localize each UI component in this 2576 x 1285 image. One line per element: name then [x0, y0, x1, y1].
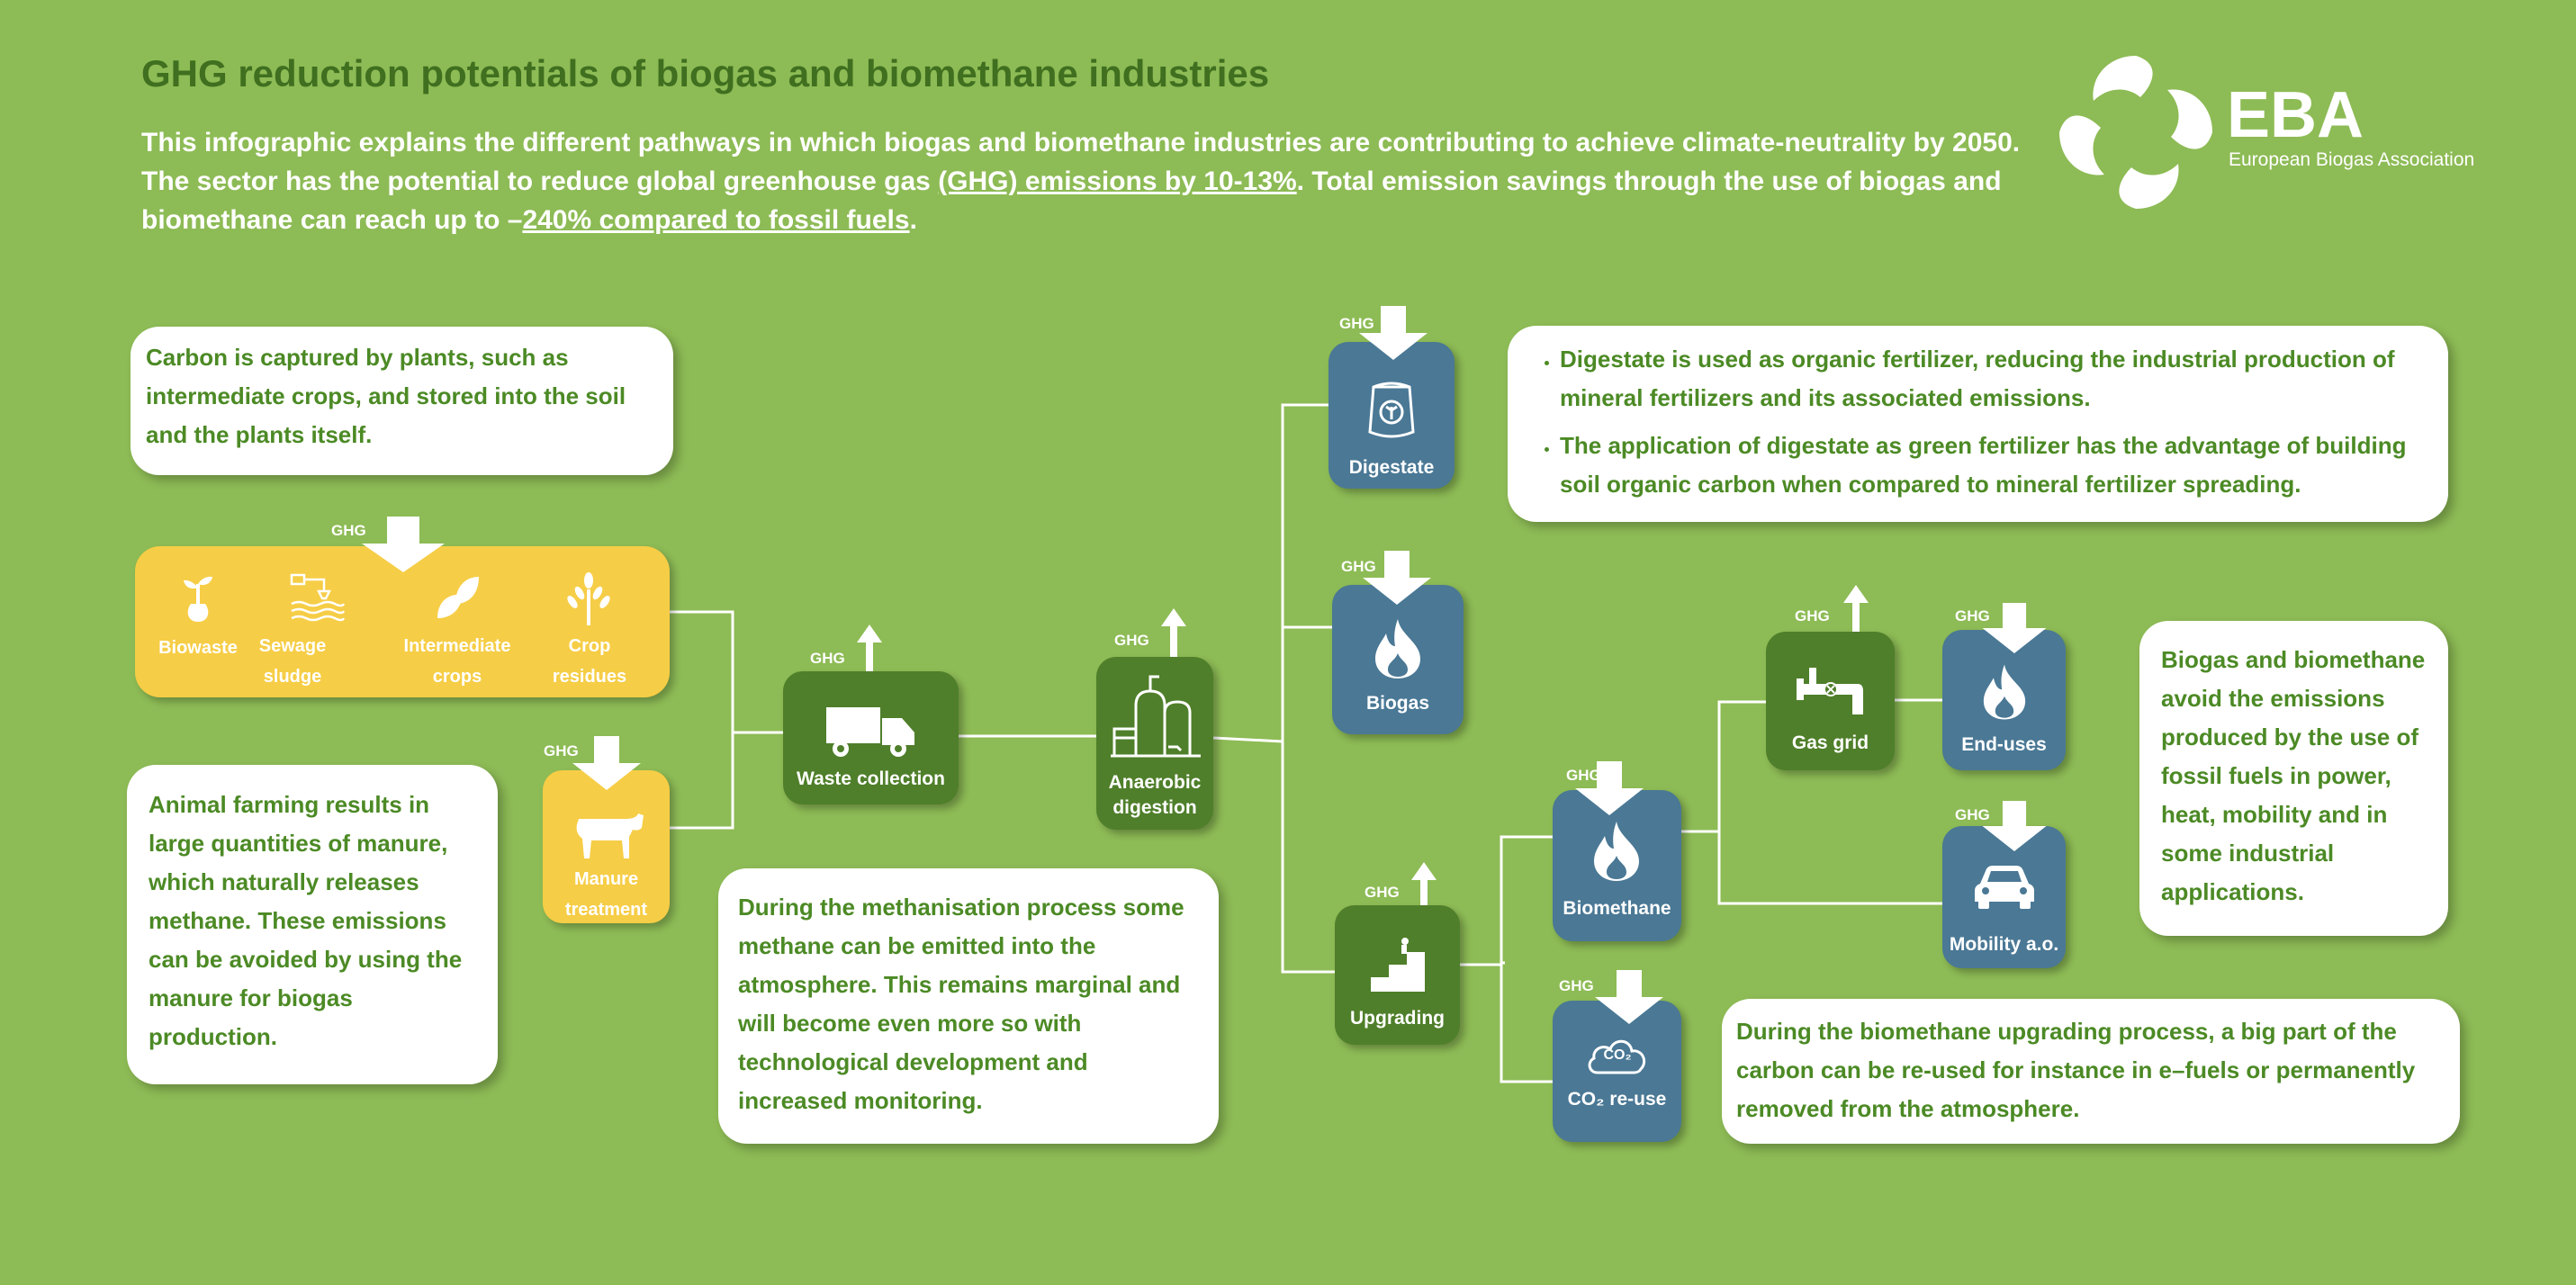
ghg-label-end-uses: GHG [1955, 607, 1990, 625]
upgrading-label: Upgrading [1350, 1008, 1445, 1029]
ghg-label-anaerobic-digestion: GHG [1114, 632, 1149, 649]
manure-treatment-box: Manure treatment [543, 770, 670, 923]
car-icon [1975, 866, 2034, 909]
ghg-arrow-down-icon [1359, 306, 1428, 360]
upgrade-stairs-icon [1371, 938, 1425, 992]
digestate-bullet-2: The application of digestate as green fe… [1560, 427, 2427, 504]
ghg-label-mobility: GHG [1955, 806, 1990, 823]
ghg-label-biomethane: GHG [1566, 767, 1601, 784]
flame-icon [1375, 619, 1420, 678]
anaerobic-digestion-label: Anaerobic digestion [1108, 772, 1202, 818]
ghg-arrow-up-icon [1161, 608, 1186, 664]
ghg-label-biogas: GHG [1341, 558, 1376, 575]
sprout-icon [180, 573, 216, 628]
co2-cloud-icon: CO₂ [1585, 1033, 1650, 1076]
gas-grid-box: Gas grid [1766, 632, 1895, 770]
leaves-icon [432, 573, 482, 628]
feedstock-label-biowaste: Biowaste [158, 638, 238, 658]
intro-text: This infographic explains the different … [141, 123, 2058, 239]
flame-icon [1983, 664, 2026, 720]
logo-acronym: EBA [2227, 79, 2364, 151]
wheat-icon [562, 571, 616, 630]
ghg-label-waste-collection: GHG [810, 650, 845, 667]
anaerobic-digestion-box: Anaerobic digestion [1096, 657, 1213, 830]
ghg-arrow-up-icon [857, 625, 882, 680]
digestate-card: Digestate is used as organic fertilizer,… [1508, 326, 2448, 522]
co2-reuse-box: CO₂ CO₂ re-use [1553, 1001, 1681, 1142]
ghg-arrow-down-icon [1363, 551, 1431, 605]
intro-line-1: This infographic explains the different … [141, 128, 2021, 157]
waste-collection-box: Waste collection [783, 671, 959, 804]
mobility-label: Mobility a.o. [1949, 934, 2059, 955]
animal-farming-card: Animal farming results in large quantiti… [127, 765, 498, 1084]
ghg-arrow-down-icon [572, 736, 641, 790]
ghg-label-co2-reuse: GHG [1559, 977, 1594, 994]
ghg-label-digestate: GHG [1339, 315, 1374, 332]
truck-icon [826, 707, 914, 757]
biomethane-box: Biomethane [1553, 790, 1681, 941]
eba-logo-mark-icon [2059, 56, 2212, 209]
avoid-emissions-card: Biogas and biomethane avoid the emission… [2139, 621, 2448, 936]
sewage-icon [288, 571, 346, 630]
co2-reuse-label: CO₂ re-use [1567, 1089, 1667, 1110]
manure-treatment-label: Manure treatment [564, 869, 648, 920]
carbon-capture-card: Carbon is captured by plants, such as in… [131, 327, 673, 475]
ghg-arrow-down-icon [1575, 761, 1644, 815]
ghg-arrow-down-icon [1595, 970, 1663, 1024]
eba-logo: EBA European Biogas Association [2054, 50, 2474, 221]
upgrading-carbon-card: During the biomethane upgrading process,… [1722, 999, 2460, 1144]
end-uses-box: End-uses [1942, 630, 2066, 770]
ghg-arrow-down-icon [1982, 801, 2047, 851]
ghg-label-upgrading: GHG [1365, 884, 1400, 901]
ghg-arrow-down-icon [362, 517, 445, 572]
waste-collection-label: Waste collection [797, 768, 945, 789]
upgrading-box: Upgrading [1335, 905, 1460, 1045]
methanisation-card: During the methanisation process some me… [718, 868, 1219, 1144]
feedstock-label-crop-residues: Crop residues [552, 636, 627, 687]
ghg-arrow-down-icon [1982, 603, 2047, 653]
digestate-bullet-1: Digestate is used as organic fertilizer,… [1560, 340, 2427, 418]
intro-line-2: The sector has the potential to reduce g… [141, 166, 2002, 196]
feedstock-label-sewage: Sewage sludge [258, 636, 327, 687]
biomethane-label: Biomethane [1563, 898, 1671, 919]
ghg-label-feedstock: GHG [331, 522, 366, 539]
cow-icon [576, 813, 644, 858]
end-uses-label: End-uses [1961, 734, 2047, 755]
ghg-reduction-highlight: (GHG) emissions by 10-13% [938, 166, 1297, 196]
mobility-box: Mobility a.o. [1942, 826, 2066, 968]
digester-plant-icon [1111, 675, 1201, 758]
ghg-label-manure: GHG [544, 742, 579, 759]
ghg-label-gas-grid: GHG [1795, 607, 1830, 625]
page-title: GHG reduction potentials of biogas and b… [141, 52, 1270, 94]
biogas-label: Biogas [1365, 693, 1429, 714]
fertilizer-bag-icon [1368, 382, 1415, 438]
feedstock-label-intermediate-crops: Intermediate crops [403, 636, 511, 687]
co2-cloud-text: CO₂ [1603, 1047, 1632, 1063]
gas-grid-label: Gas grid [1791, 732, 1869, 753]
biogas-box: Biogas [1332, 585, 1464, 734]
pipe-valve-icon [1797, 668, 1863, 714]
digestate-box: Digestate [1329, 342, 1455, 489]
intro-line-3: biomethane can reach up to –240% compare… [141, 205, 917, 235]
digestate-label: Digestate [1348, 457, 1435, 478]
ghg-arrow-up-icon [1411, 862, 1437, 918]
savings-highlight: 240% compared to fossil fuels [522, 205, 910, 235]
ghg-arrow-up-icon [1843, 585, 1869, 641]
flame-icon [1594, 822, 1639, 881]
logo-name: European Biogas Association [2229, 149, 2475, 170]
